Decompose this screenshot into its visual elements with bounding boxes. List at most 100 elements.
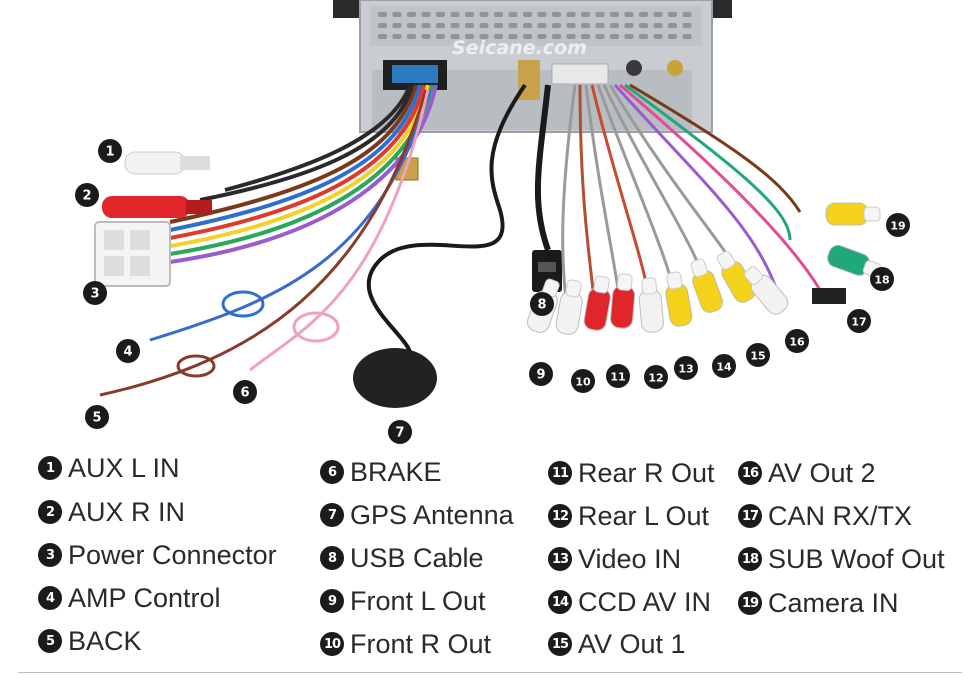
- vent-hole: [436, 23, 445, 28]
- vent-hole: [624, 23, 634, 28]
- vent-hole: [392, 23, 402, 28]
- vent-hole: [421, 23, 431, 28]
- vent-hole: [523, 34, 532, 39]
- vent-hole: [581, 23, 590, 28]
- vent-hole: [421, 34, 431, 39]
- vent-hole: [465, 34, 474, 39]
- callout-marker-number: 7: [395, 426, 404, 441]
- rca-plug: [744, 265, 789, 315]
- rca-plug: [665, 271, 693, 327]
- vent-hole: [436, 34, 445, 39]
- vent-hole: [494, 12, 503, 17]
- vent-hole: [378, 34, 387, 39]
- vent-hole: [682, 12, 692, 17]
- vent-hole: [407, 12, 416, 17]
- vent-hole: [450, 34, 460, 39]
- callout-marker: [530, 292, 554, 316]
- callout-marker: [870, 267, 894, 291]
- vent-hole: [610, 23, 619, 28]
- vent-hole: [378, 12, 387, 17]
- vent-hole: [450, 23, 460, 28]
- vent-hole: [479, 23, 489, 28]
- vent-hole: [624, 12, 634, 17]
- callout-marker: [746, 343, 770, 367]
- vent-hole: [392, 12, 402, 17]
- vent-hole: [421, 12, 431, 17]
- vent-hole: [639, 34, 648, 39]
- callout-marker-number: 1: [105, 145, 114, 160]
- vent-hole: [566, 34, 576, 39]
- callout-marker-number: 13: [678, 363, 693, 376]
- vent-hole: [479, 34, 489, 39]
- vent-hole: [436, 12, 445, 17]
- vent-hole: [566, 12, 576, 17]
- vent-hole: [552, 23, 561, 28]
- callout-marker: [98, 139, 122, 163]
- callout-marker-number: 16: [789, 336, 805, 349]
- callout-marker-number: 2: [82, 189, 91, 204]
- vent-hole: [508, 12, 518, 17]
- vent-hole: [465, 12, 474, 17]
- callout-marker-number: 5: [92, 411, 101, 426]
- callout-marker: [529, 362, 553, 386]
- callout-marker: [233, 380, 257, 404]
- rca-plug: [610, 273, 636, 329]
- vent-hole: [682, 34, 692, 39]
- vent-hole: [407, 23, 416, 28]
- vent-hole: [508, 34, 518, 39]
- vent-hole: [465, 23, 474, 28]
- aux-l-rca: [124, 151, 210, 175]
- vent-hole: [407, 34, 416, 39]
- vent-hole: [523, 12, 532, 17]
- vent-hole: [566, 23, 576, 28]
- callout-marker-number: 19: [890, 220, 905, 233]
- vent-hole: [494, 34, 503, 39]
- rca-plug: [583, 275, 611, 331]
- vent-hole: [378, 23, 387, 28]
- aux-r-rca: [102, 196, 212, 218]
- callout-marker: [85, 405, 109, 429]
- vent-hole: [392, 34, 402, 39]
- callout-marker-number: 15: [750, 350, 765, 363]
- rca-plug: [825, 202, 881, 226]
- vent-hole: [653, 23, 663, 28]
- vent-hole: [668, 34, 677, 39]
- callout-marker: [644, 365, 668, 389]
- vent-hole: [653, 12, 663, 17]
- vent-hole: [508, 23, 518, 28]
- vent-hole: [494, 23, 503, 28]
- vent-hole: [624, 34, 634, 39]
- callout-marker-number: 3: [90, 287, 99, 302]
- vent-hole: [479, 12, 489, 17]
- vent-hole: [610, 34, 619, 39]
- vent-hole: [537, 23, 547, 28]
- vent-holes: [378, 12, 692, 39]
- callout-marker-number: 12: [648, 372, 663, 385]
- power-harness-wires: [99, 84, 438, 397]
- callout-marker-number: 10: [575, 376, 591, 389]
- vent-hole: [610, 12, 619, 17]
- watermark: Seicane.com: [452, 37, 587, 59]
- callout-marker-number: 4: [123, 345, 132, 360]
- callout-marker-number: 14: [716, 361, 732, 374]
- vent-hole: [682, 23, 692, 28]
- power-connector: [94, 221, 171, 287]
- callout-marker-number: 18: [874, 274, 889, 287]
- callout-marker: [571, 369, 595, 393]
- gps-antenna: [353, 83, 527, 408]
- callout-marker: [606, 364, 630, 388]
- vent-hole: [595, 12, 605, 17]
- callout-marker: [674, 356, 698, 380]
- vent-hole: [653, 34, 663, 39]
- vent-hole: [537, 34, 547, 39]
- rca-plug: [555, 279, 583, 335]
- callout-marker-number: 8: [537, 298, 546, 313]
- vent-hole: [668, 23, 677, 28]
- vent-hole: [581, 12, 590, 17]
- vent-hole: [639, 12, 648, 17]
- vent-hole: [595, 34, 605, 39]
- callout-marker: [847, 309, 871, 333]
- callout-marker-number: 11: [610, 371, 625, 384]
- callout-marker: [388, 420, 412, 444]
